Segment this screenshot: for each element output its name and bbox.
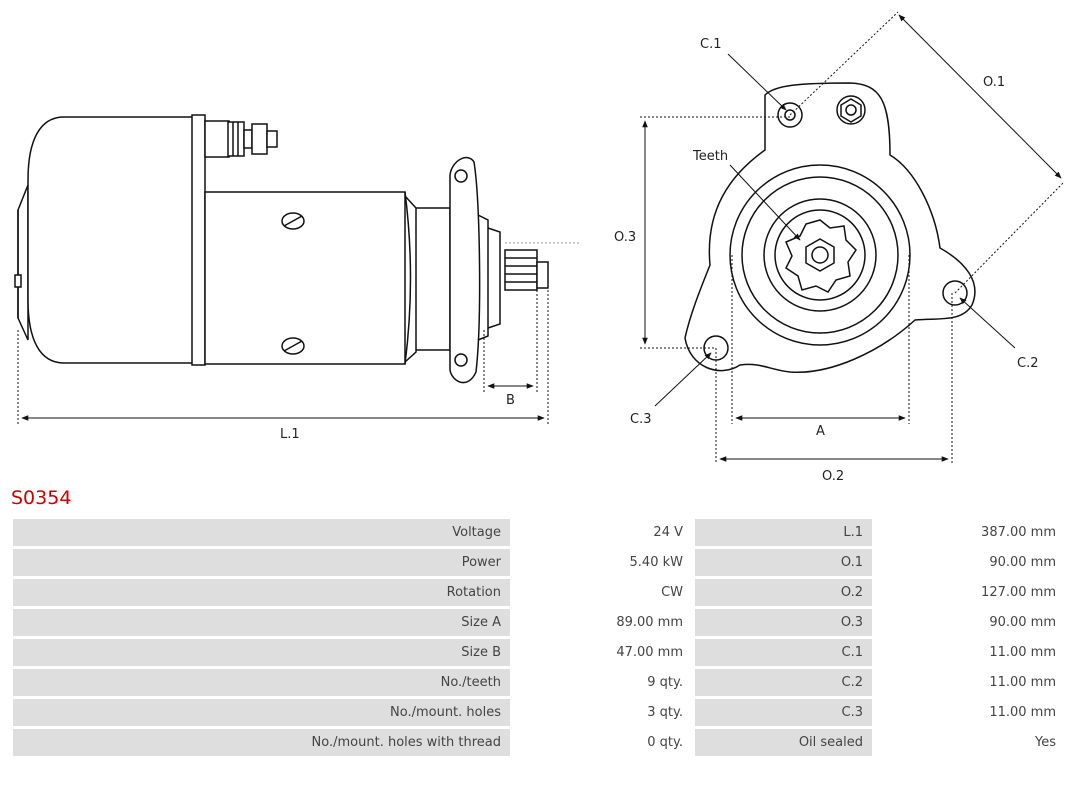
spec-value: 89.00 mm <box>513 609 692 636</box>
dim-label-teeth: Teeth <box>692 149 728 164</box>
specifications-table: Voltage 24 V L.1 387.00 mm Power 5.40 kW… <box>10 516 1068 759</box>
spec-label: No./teeth <box>13 669 510 696</box>
spec-value: 5.40 kW <box>513 549 692 576</box>
table-row: Size A 89.00 mm O.3 90.00 mm <box>13 609 1065 636</box>
dim-label-c3: C.3 <box>630 412 651 427</box>
spec-value: 90.00 mm <box>875 609 1065 636</box>
spec-label: Rotation <box>13 579 510 606</box>
spec-label: O.3 <box>695 609 872 636</box>
spec-value: CW <box>513 579 692 606</box>
table-row: Size B 47.00 mm C.1 11.00 mm <box>13 639 1065 666</box>
spec-value: 387.00 mm <box>875 519 1065 546</box>
dim-label-o1: O.1 <box>983 75 1005 90</box>
spec-value: 90.00 mm <box>875 549 1065 576</box>
dim-label-o3: O.3 <box>614 230 636 245</box>
starter-motor-diagram: L.1 B <box>14 11 1065 484</box>
dim-label-c1: C.1 <box>700 37 721 52</box>
spec-value: 11.00 mm <box>875 669 1065 696</box>
table-row: No./teeth 9 qty. C.2 11.00 mm <box>13 669 1065 696</box>
spec-value: 0 qty. <box>513 729 692 756</box>
side-view <box>14 114 549 384</box>
spec-label: No./mount. holes <box>13 699 510 726</box>
spec-value: 3 qty. <box>513 699 692 726</box>
table-row: Power 5.40 kW O.1 90.00 mm <box>13 549 1065 576</box>
spec-value: 9 qty. <box>513 669 692 696</box>
dim-label-a: A <box>816 424 825 439</box>
spec-label: L.1 <box>695 519 872 546</box>
front-view-dimensions <box>640 11 1065 464</box>
part-number: S0354 <box>11 487 72 509</box>
spec-label: O.1 <box>695 549 872 576</box>
dim-label-l1: L.1 <box>280 427 300 442</box>
spec-value: 47.00 mm <box>513 639 692 666</box>
table-row: No./mount. holes with thread 0 qty. Oil … <box>13 729 1065 756</box>
spec-label: C.2 <box>695 669 872 696</box>
table-row: No./mount. holes 3 qty. C.3 11.00 mm <box>13 699 1065 726</box>
table-row: Rotation CW O.2 127.00 mm <box>13 579 1065 606</box>
front-view <box>684 82 976 373</box>
spec-value: 127.00 mm <box>875 579 1065 606</box>
dim-label-b: B <box>506 393 515 408</box>
spec-label: C.1 <box>695 639 872 666</box>
side-view-dimensions <box>17 290 549 425</box>
dim-label-o2: O.2 <box>822 469 844 484</box>
spec-value: 24 V <box>513 519 692 546</box>
table-row: Voltage 24 V L.1 387.00 mm <box>13 519 1065 546</box>
spec-label: Size A <box>13 609 510 636</box>
spec-label: C.3 <box>695 699 872 726</box>
spec-label: Voltage <box>13 519 510 546</box>
spec-label: No./mount. holes with thread <box>13 729 510 756</box>
spec-value: 11.00 mm <box>875 699 1065 726</box>
spec-label: Power <box>13 549 510 576</box>
spec-value: 11.00 mm <box>875 639 1065 666</box>
dim-label-c2: C.2 <box>1017 356 1038 371</box>
spec-label: Oil sealed <box>695 729 872 756</box>
spec-label: Size B <box>13 639 510 666</box>
spec-label: O.2 <box>695 579 872 606</box>
spec-value: Yes <box>875 729 1065 756</box>
